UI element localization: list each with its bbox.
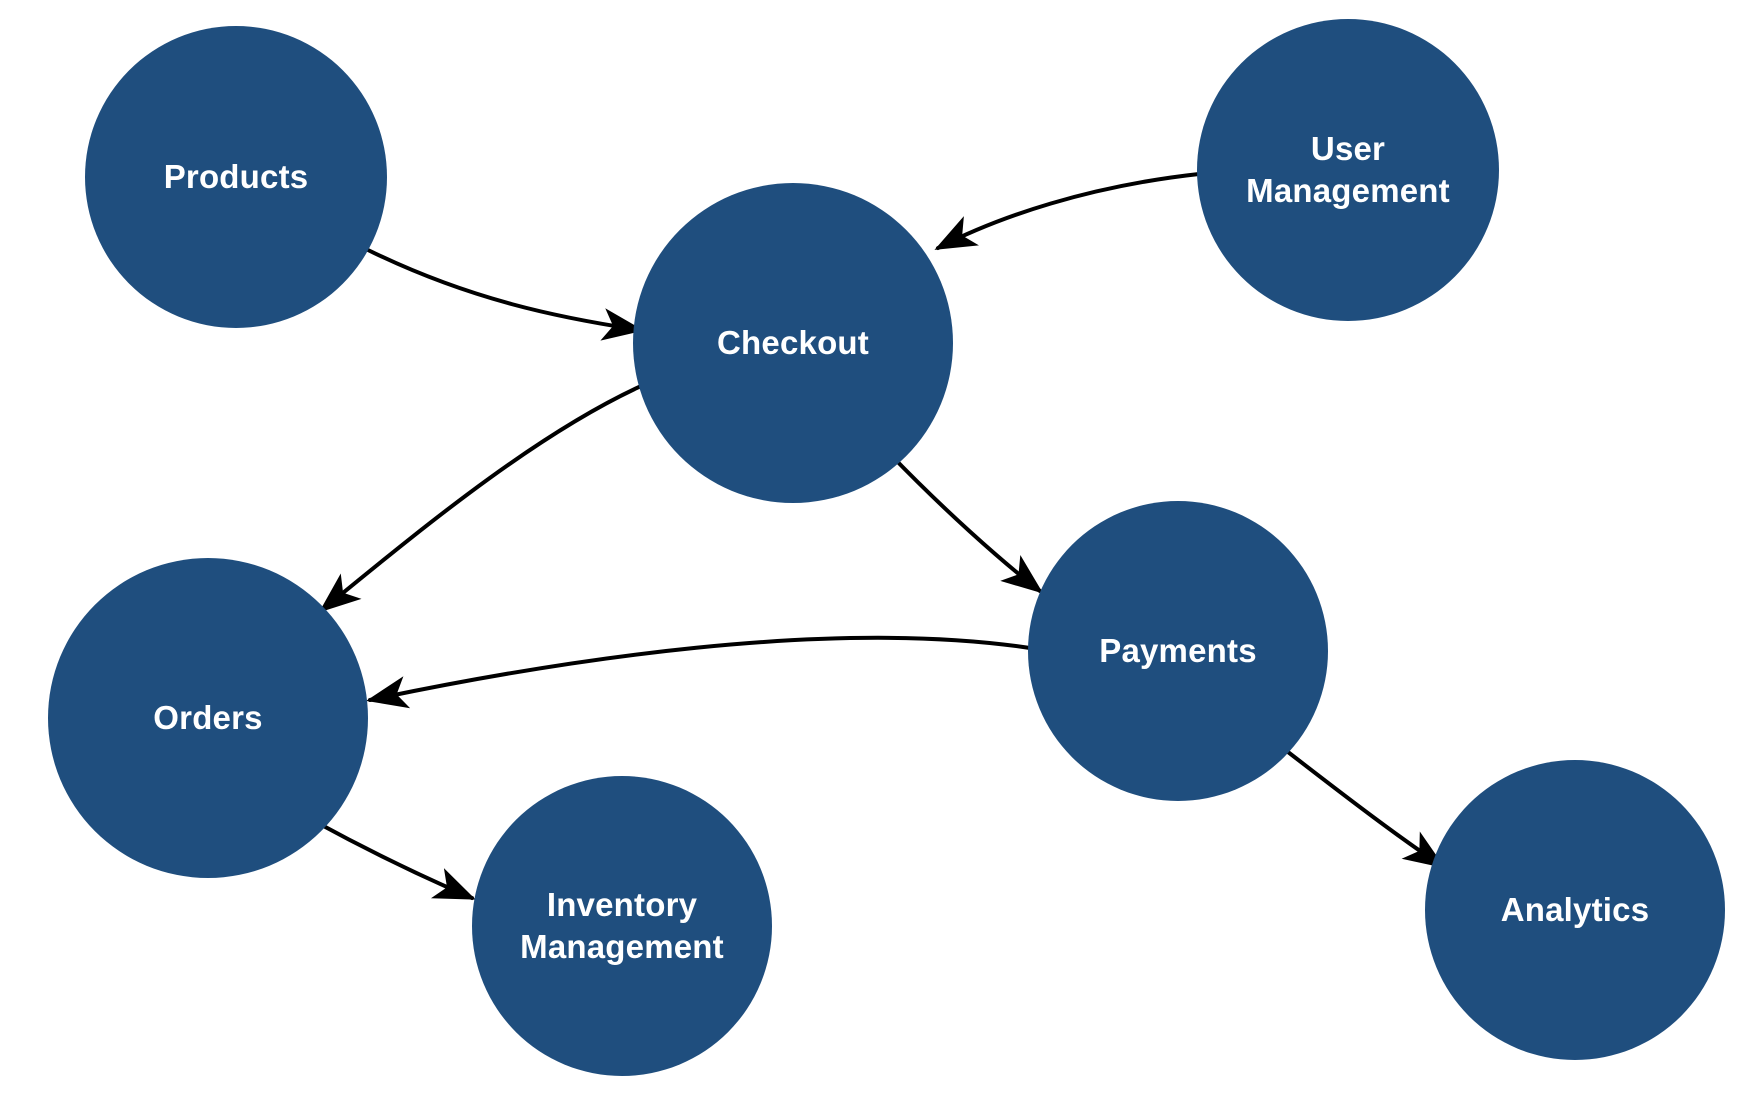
graph-node-payments[interactable]: Payments: [1028, 501, 1328, 801]
graph-node-label-orders: Orders: [153, 698, 263, 736]
graph-edge-usermgmt-checkout: [934, 172, 1201, 250]
graph-node-analytics[interactable]: Analytics: [1425, 760, 1725, 1060]
graph-node-checkout[interactable]: Checkout: [633, 183, 953, 503]
graph-node-label-user_mgmt: User Management: [1246, 129, 1450, 209]
graph-node-user_mgmt[interactable]: User Management: [1197, 19, 1499, 321]
graph-node-inventory[interactable]: Inventory Management: [472, 776, 772, 1076]
graph-edge-products-checkout: [366, 248, 644, 341]
graph-node-orders[interactable]: Orders: [48, 558, 368, 878]
graph-node-products[interactable]: Products: [85, 26, 387, 328]
graph-node-label-products: Products: [163, 157, 309, 195]
graph-node-label-checkout: Checkout: [717, 323, 869, 361]
graph-edge-checkout-orders: [318, 380, 652, 613]
graph-node-label-payments: Payments: [1099, 631, 1257, 669]
graph-edge-payments-analytics: [1286, 750, 1446, 869]
graph-edge-orders-inventory: [314, 820, 476, 900]
graph-edge-payments-orders: [366, 635, 1032, 709]
graph-edges: [314, 172, 1446, 900]
graph-node-label-inventory: Inventory Management: [520, 885, 724, 965]
graph-node-label-analytics: Analytics: [1500, 890, 1650, 928]
graph-edge-checkout-payments: [886, 450, 1044, 594]
